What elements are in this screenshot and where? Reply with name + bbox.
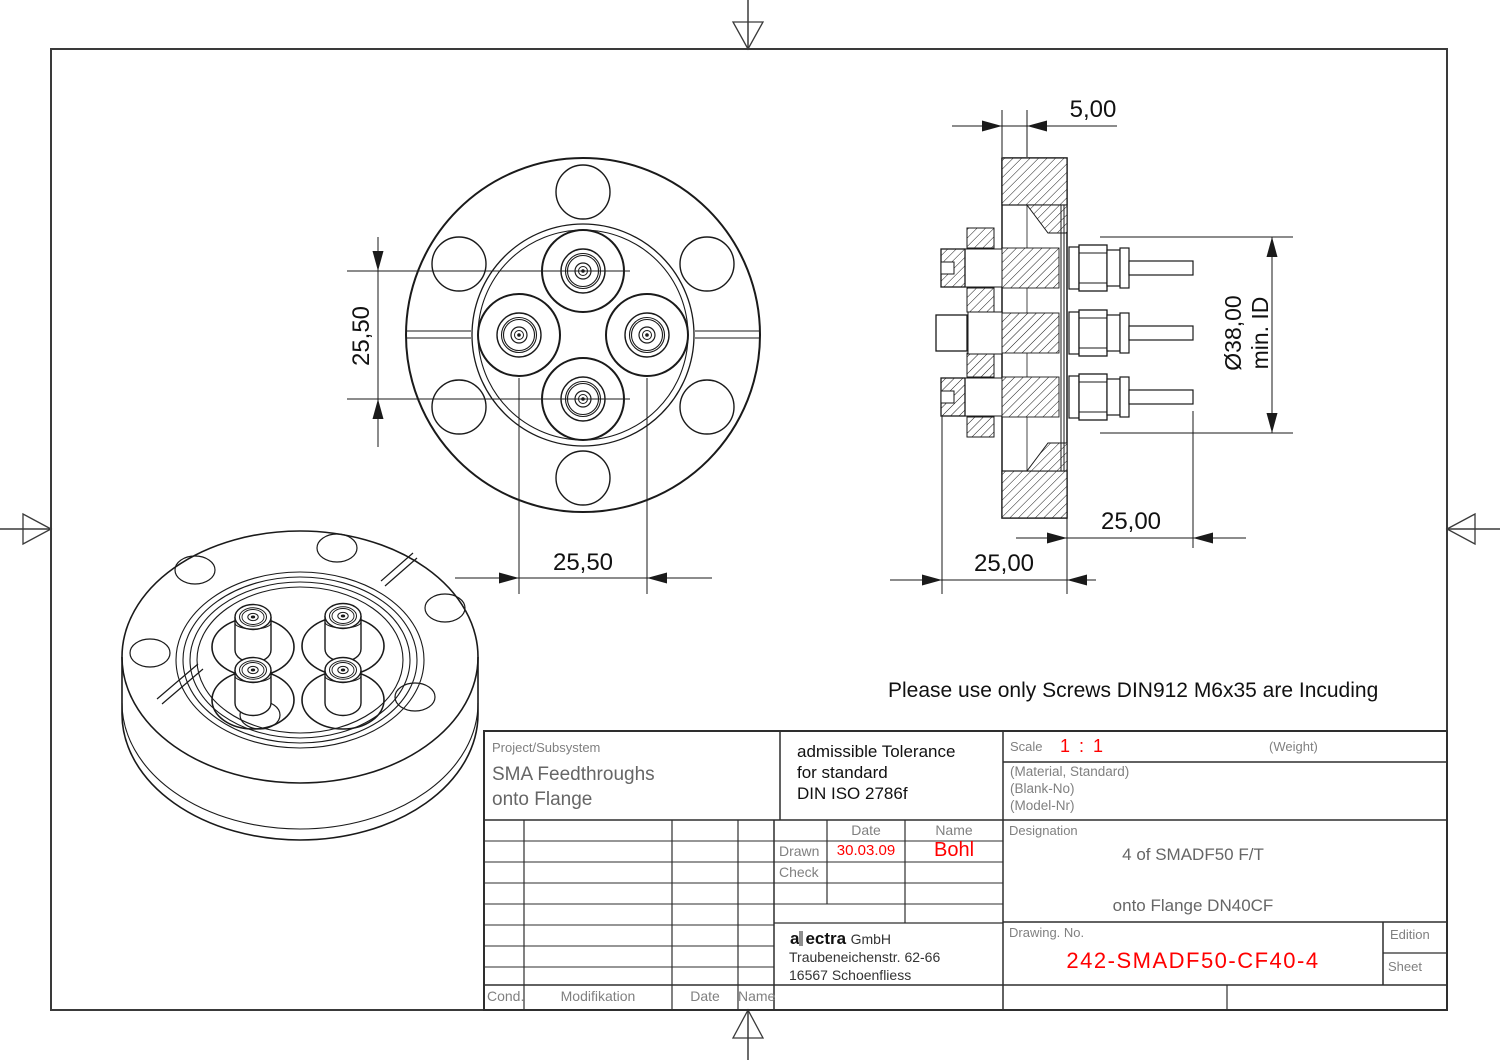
side-section-view	[935, 157, 1194, 519]
designation-label: Designation	[1009, 823, 1078, 838]
company-address2: 16567 Schoenfliess	[789, 967, 912, 983]
material-line2: (Blank-No)	[1010, 781, 1075, 796]
tolerance-line1: admissible Tolerance	[797, 742, 956, 761]
iso-flange-rim	[121, 702, 479, 830]
recess-ring-outer	[471, 223, 695, 447]
clamp-plates	[966, 227, 995, 438]
bolt-holes	[431, 164, 735, 506]
scale-value: 1 : 1	[1060, 736, 1106, 756]
material-line3: (Model-Nr)	[1010, 798, 1075, 813]
tolerance-line2: for standard	[797, 763, 888, 782]
rev-date-label: Date	[690, 988, 720, 1004]
company-suffix: GmbH	[850, 931, 892, 947]
company-logo-rest: ectra	[805, 929, 847, 948]
side-sma-bottom	[1068, 373, 1194, 421]
drawn-name: Bohl	[933, 839, 975, 861]
side-dimensions	[890, 110, 1293, 594]
drawing-no-value: 242-SMADF50-CF40-4	[1066, 948, 1320, 973]
iso-connector-1	[234, 603, 272, 664]
dim-side-diameter: Ø38,00	[1220, 295, 1246, 370]
project-label: Project/Subsystem	[492, 740, 601, 755]
name-header: Name	[935, 822, 973, 838]
drawn-date: 30.03.09	[836, 842, 896, 859]
iso-flange-side	[121, 657, 479, 841]
socket-screw-top	[940, 248, 966, 288]
iso-connector-2	[324, 602, 362, 663]
side-sma-top	[1068, 244, 1194, 292]
flange-outline	[405, 157, 761, 513]
dim-side-diameter-sub: min. ID	[1247, 297, 1273, 370]
iso-rim-slits	[156, 552, 418, 705]
iso-connector-3	[234, 656, 272, 717]
isometric-view	[121, 530, 479, 841]
drawing-no-label: Drawing. No.	[1009, 925, 1085, 940]
rev-mod-label: Modifikation	[560, 988, 636, 1004]
edition-label: Edition	[1390, 927, 1430, 942]
air-side-connector	[935, 311, 1003, 355]
material-line1: (Material, Standard)	[1010, 764, 1130, 779]
dim-side-length-left: 25,00	[974, 550, 1034, 577]
project-line2: onto Flange	[492, 789, 593, 810]
flange-split-lines	[406, 330, 760, 339]
logo-bar-icon	[799, 931, 802, 946]
weight-label: (Weight)	[1269, 739, 1318, 754]
note-screws: Please use only Screws DIN912 M6x35 are …	[888, 679, 1379, 702]
sma-connector-right	[605, 293, 689, 377]
logo-bar-icon	[801, 931, 804, 946]
date-header: Date	[851, 822, 881, 838]
iso-connector-4	[324, 656, 362, 717]
dim-front-horizontal: 25,50	[553, 549, 613, 576]
company-logo-a: a	[790, 929, 800, 948]
side-sma-middle	[1068, 309, 1194, 357]
rev-name-label: Name	[738, 988, 776, 1004]
designation-line2: onto Flange DN40CF	[1112, 896, 1274, 915]
scale-label: Scale	[1010, 739, 1043, 754]
front-view	[405, 157, 761, 513]
recess-ring-inner	[477, 229, 689, 441]
sheet-label: Sheet	[1388, 959, 1422, 974]
front-dimensions	[347, 237, 712, 594]
tolerance-line3: DIN ISO 2786f	[797, 784, 908, 803]
socket-screw-bottom	[940, 377, 966, 417]
check-label: Check	[779, 864, 819, 880]
iso-face-rings	[175, 571, 425, 749]
project-line1: SMA Feedthroughs	[492, 764, 655, 785]
dim-side-depth: 5,00	[1070, 96, 1117, 123]
designation-line1: 4 of SMADF50 F/T	[1122, 845, 1264, 864]
dim-side-length-right: 25,00	[1101, 508, 1161, 535]
title-block-grid	[483, 730, 1448, 1011]
drawn-label: Drawn	[779, 843, 820, 859]
rev-cond-label: Cond.	[487, 988, 525, 1004]
sma-connector-left	[477, 293, 561, 377]
dim-front-vertical: 25,50	[348, 306, 375, 366]
company-address1: Traubeneichenstr. 62-66	[789, 949, 941, 965]
